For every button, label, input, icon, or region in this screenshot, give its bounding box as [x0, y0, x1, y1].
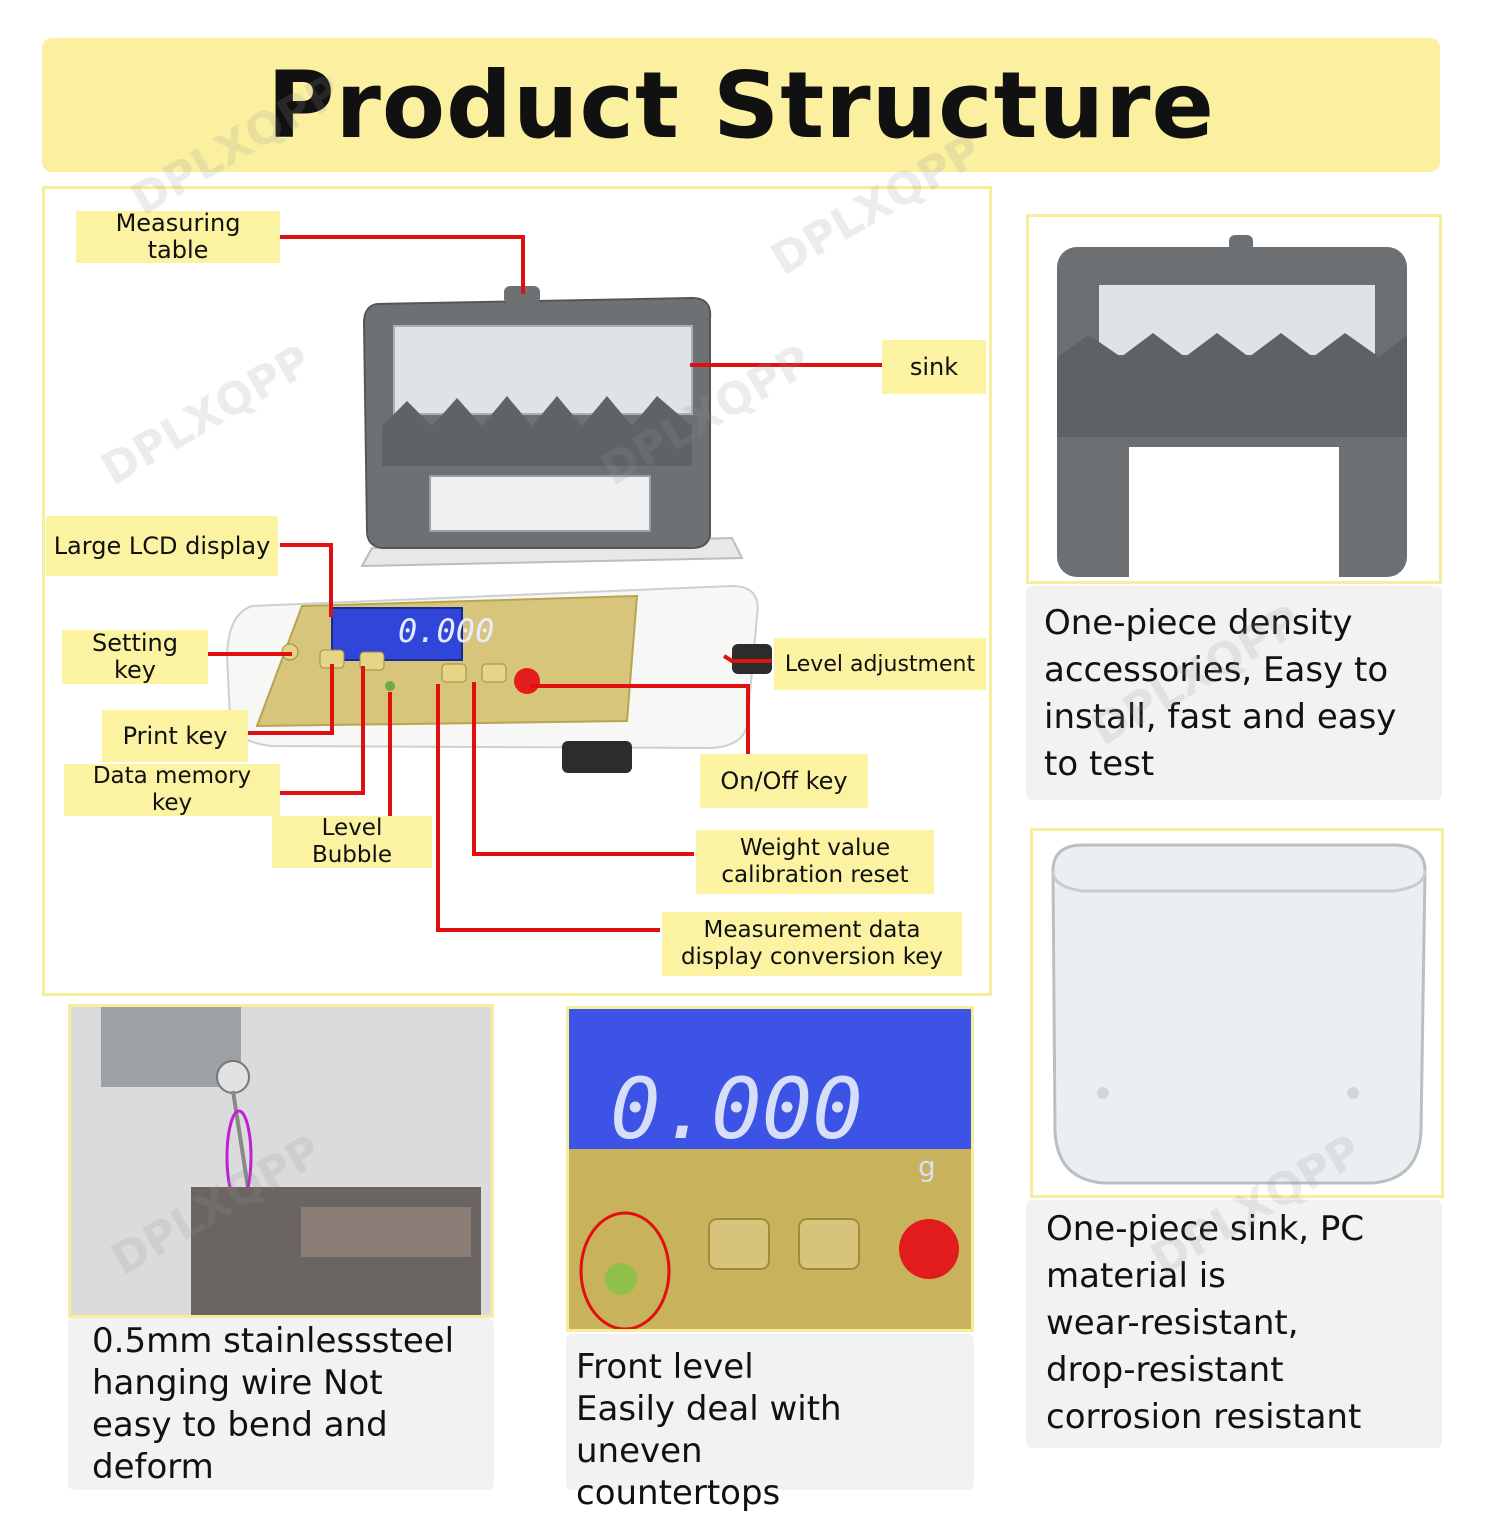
density-accessory-illustration [1057, 235, 1407, 577]
label-data-memory-key: Data memory key [64, 763, 280, 816]
hanging-wire-caption-box [68, 1318, 494, 1490]
sink-photo-panel [1030, 828, 1444, 1198]
label-level-adjustment: Level adjustment [774, 638, 986, 690]
sink-caption-box [1026, 1200, 1442, 1448]
hanging-wire-photo-panel [68, 1004, 494, 1318]
clear-sink-illustration [1051, 843, 1427, 1185]
accessory-caption-box [1026, 586, 1442, 800]
label-large-lcd-display: Large LCD display [46, 516, 278, 576]
lcd-unit-large: g [918, 1150, 936, 1183]
front-level-caption-box [566, 1334, 974, 1490]
accessory-photo-panel [1026, 214, 1442, 584]
label-weight-value-reset: Weight value calibration reset [696, 830, 934, 894]
density-meter-illustration [208, 235, 882, 932]
accessory-caption: One-piece density accessories, Easy to i… [1044, 603, 1397, 784]
label-print-key: Print key [102, 710, 248, 762]
front-level-illustration [569, 1009, 971, 1329]
label-on-off-key: On/Off key [700, 754, 868, 808]
page-title: Product Structure [267, 51, 1215, 159]
lcd-reading-large: 0.000 [610, 1060, 863, 1158]
front-level-caption: Front level Easily deal with uneven coun… [576, 1347, 842, 1513]
label-sink: sink [882, 340, 986, 394]
title-banner [42, 38, 1440, 172]
front-level-photo-panel [566, 1006, 974, 1332]
hanging-wire-caption: 0.5mm stainlesssteel hanging wire Not ea… [92, 1321, 455, 1487]
hanging-wire-illustration [71, 1007, 491, 1315]
lcd-reading-small: 0.000 [398, 612, 495, 650]
label-setting-key: Setting key [62, 630, 208, 684]
label-level-bubble: Level Bubble [272, 815, 432, 868]
sink-caption: One-piece sink, PC material is wear-resi… [1046, 1209, 1365, 1437]
label-measuring-table: Measuring table [76, 210, 280, 264]
label-measurement-conversion-key: Measurement data display conversion key [662, 912, 962, 976]
